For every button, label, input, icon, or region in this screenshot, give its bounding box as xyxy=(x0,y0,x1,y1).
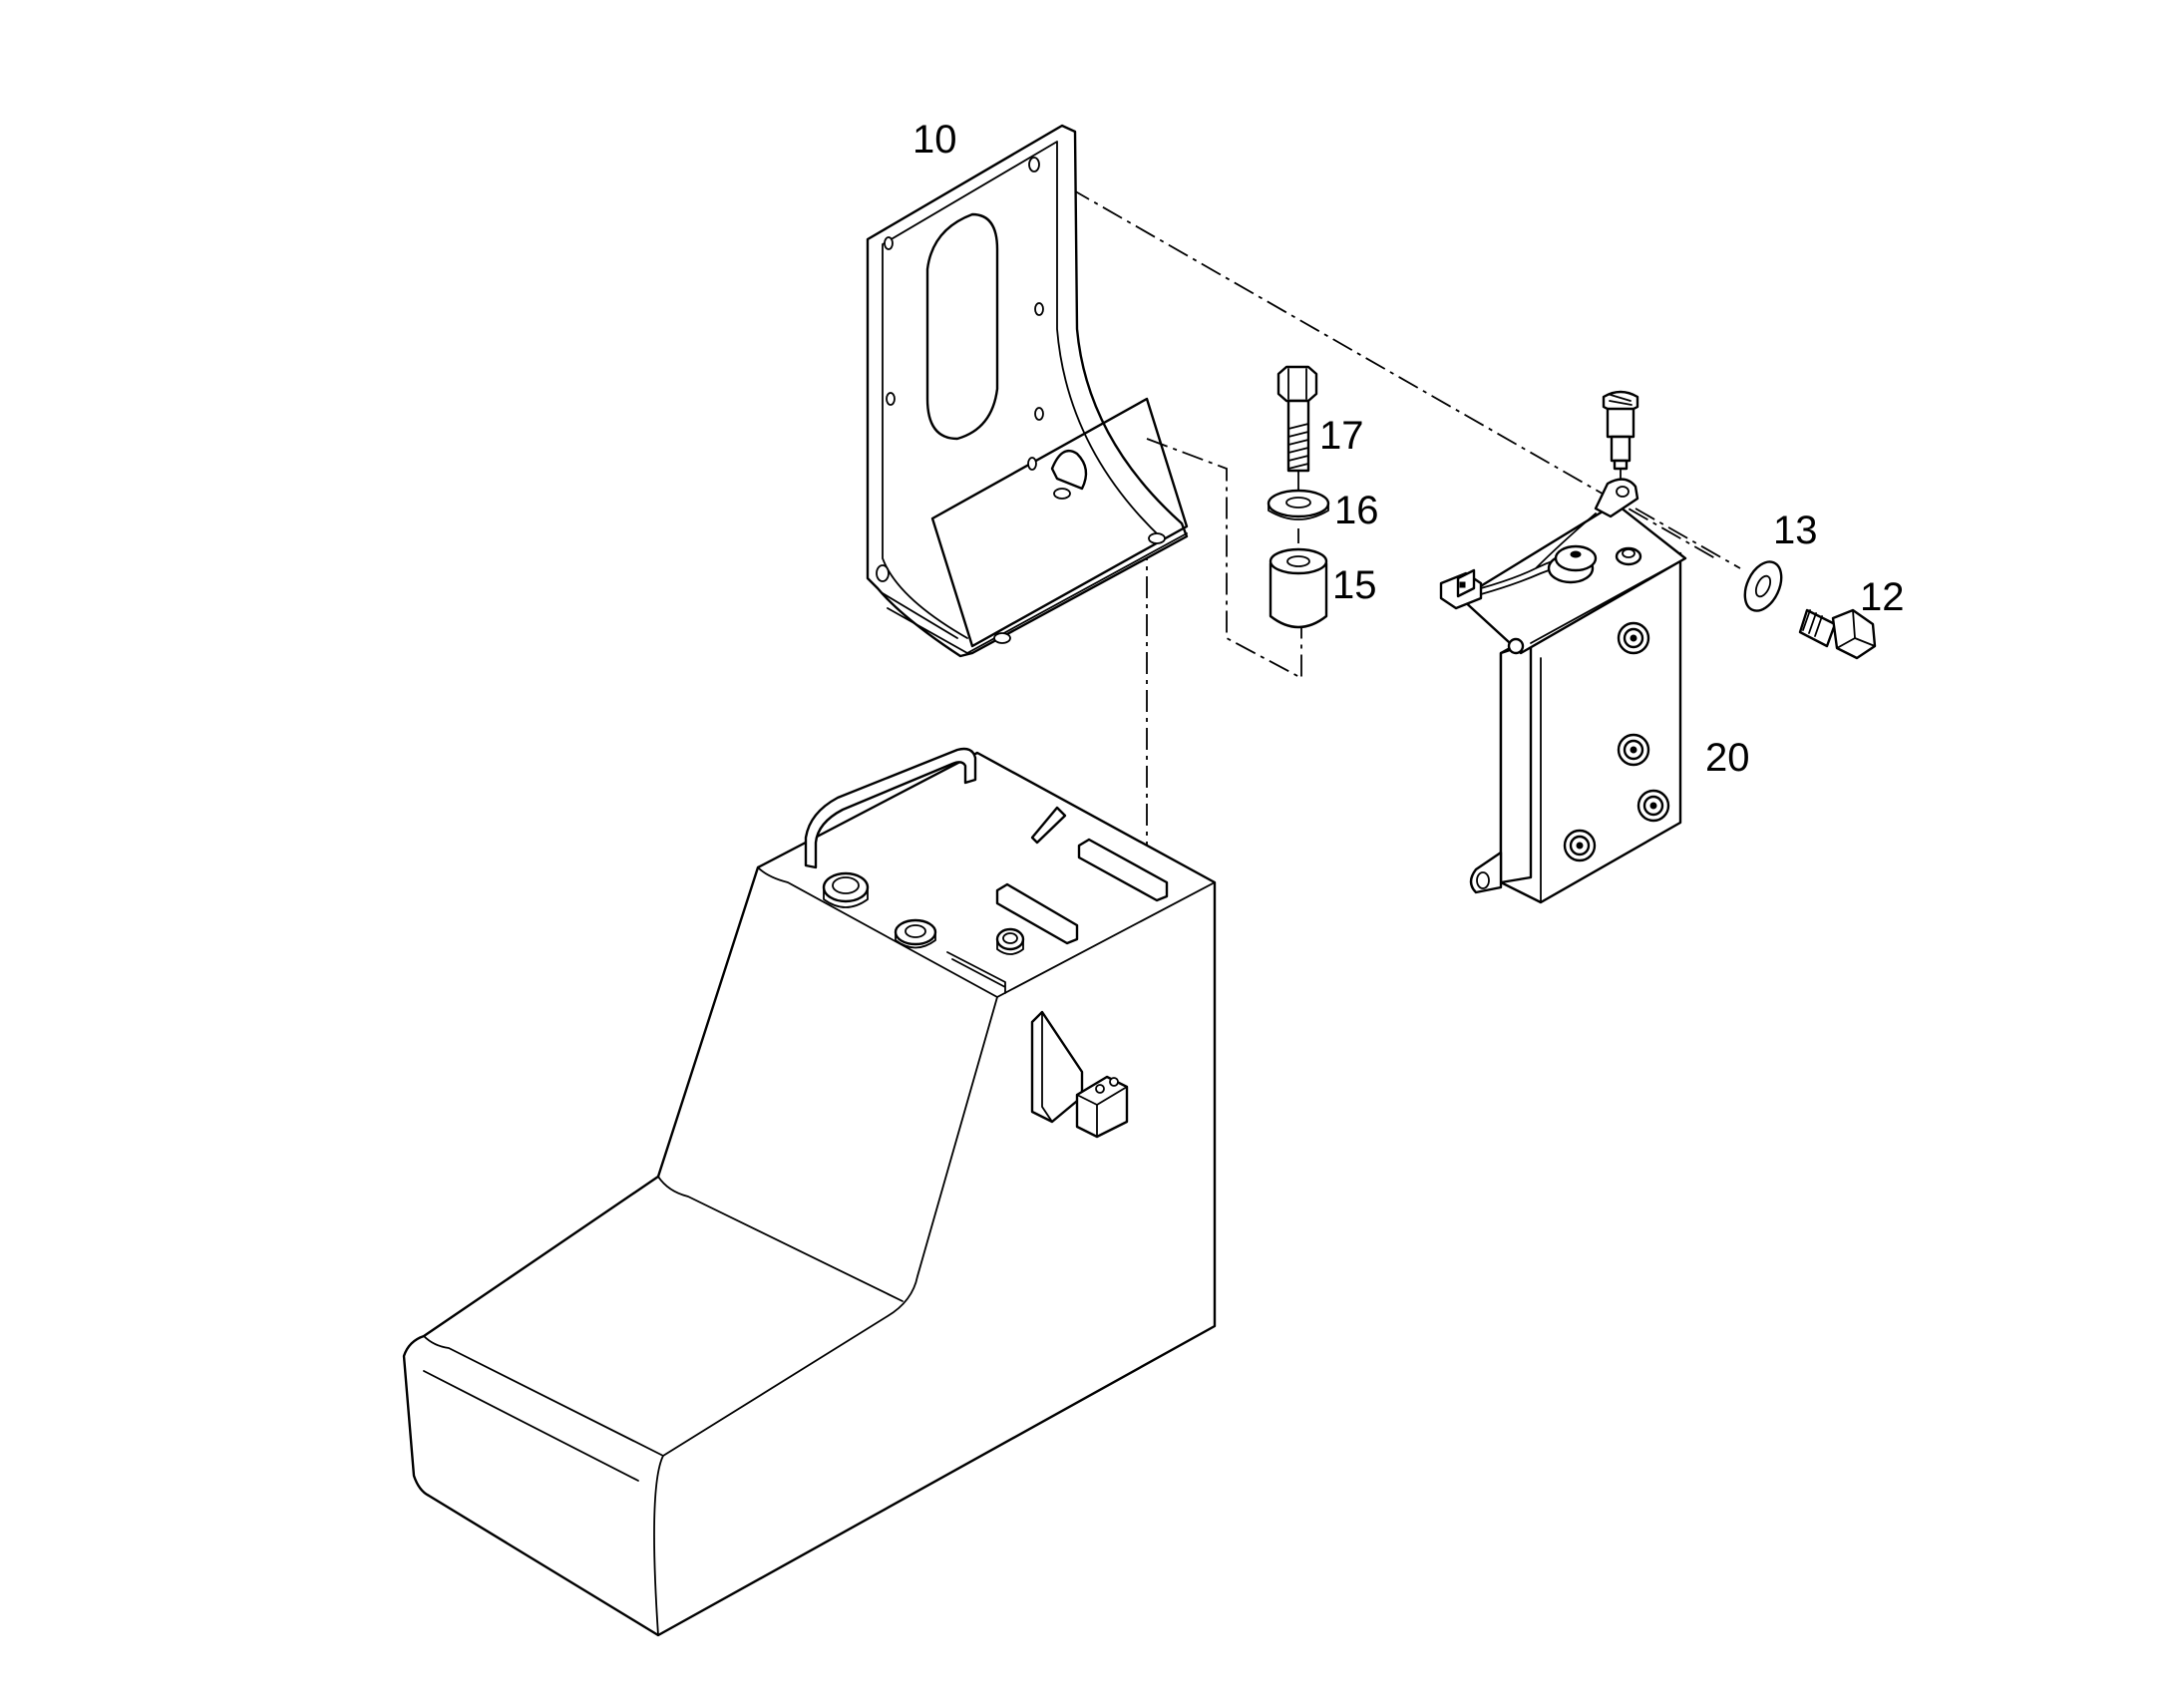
bracket-hole-left-2 xyxy=(886,392,896,406)
flat-washer-part-13 xyxy=(1743,560,1783,612)
bolt-shank xyxy=(1286,399,1310,473)
housing-front-edge xyxy=(423,1335,664,1636)
module-mounting-screw xyxy=(1602,390,1639,471)
callout-16: 16 xyxy=(1334,489,1379,532)
module-connector-plug xyxy=(1439,568,1483,610)
module-connector-port-4 xyxy=(1563,829,1597,862)
housing-slot-bar-left xyxy=(995,882,1079,945)
mounting-bracket-part-10 xyxy=(866,124,1189,658)
bracket-hole-right-2 xyxy=(1034,407,1044,421)
callout-12: 12 xyxy=(1860,575,1905,619)
housing-outline xyxy=(402,751,1217,1637)
housing-slot-bar-right xyxy=(1077,838,1169,902)
bolt-head xyxy=(1276,365,1318,403)
washer-bore xyxy=(1285,497,1311,509)
callout-labels: 10 17 16 15 13 12 20 xyxy=(912,118,1905,780)
washer-thickness xyxy=(1268,503,1329,520)
callout-17: 17 xyxy=(1319,414,1364,458)
bracket-hole-right-1 xyxy=(1034,302,1044,316)
bolt12-head-facets xyxy=(1836,609,1876,649)
bracket-base-hole-1 xyxy=(1053,488,1071,500)
module-ear-hole xyxy=(1616,486,1630,498)
housing-carry-handle xyxy=(804,747,977,869)
module-side-face xyxy=(1499,641,1533,884)
phantom-line-module-to-washer xyxy=(1635,508,1741,569)
bolt-thread xyxy=(1287,423,1309,470)
module-round-sensor xyxy=(1547,544,1598,584)
spacer-body xyxy=(1269,561,1328,629)
bracket-base-hole-2 xyxy=(1148,532,1166,544)
phantom-line-bolt-stack xyxy=(1146,438,1302,680)
spacer-bore xyxy=(1286,555,1310,567)
housing-vertical-edge xyxy=(662,996,998,1457)
bracket-slot-window xyxy=(925,212,999,441)
callout-20: 20 xyxy=(1705,736,1750,780)
hex-bolt-part-17 xyxy=(1276,365,1318,473)
spacer-part-15 xyxy=(1269,547,1328,629)
bolt-head-facets xyxy=(1287,368,1307,400)
bolt12-thread xyxy=(1802,609,1823,637)
module-edge-line xyxy=(1530,557,1686,903)
housing-round-port xyxy=(995,927,1025,955)
bracket-hole-mid xyxy=(1027,457,1037,471)
module-tab-hole xyxy=(1476,871,1490,889)
bracket-base-plate xyxy=(930,397,1189,648)
base-housing xyxy=(402,747,1217,1637)
flat-washer-bore xyxy=(1754,574,1772,598)
bracket-inner-edge xyxy=(882,141,1163,639)
hex-bolt-part-12 xyxy=(1798,608,1877,660)
bracket-upper-hole xyxy=(1028,157,1040,172)
housing-wire-clip xyxy=(946,951,1006,994)
module-corner-screw xyxy=(1507,637,1525,655)
bracket-hole-left-1 xyxy=(884,236,894,250)
callout-10: 10 xyxy=(912,118,957,162)
housing-terminal-block xyxy=(1075,1075,1129,1139)
bracket-base-hole-3 xyxy=(993,632,1011,644)
bracket-gusset xyxy=(1050,449,1088,491)
module-connector-port-2 xyxy=(1617,733,1650,767)
electrical-module-part-20 xyxy=(1439,478,1687,904)
housing-step-edge xyxy=(657,1176,904,1302)
module-connector-port-1 xyxy=(1617,621,1650,655)
bracket-back-plate xyxy=(866,124,1189,658)
housing-ring-fitting xyxy=(894,918,937,949)
bracket-base-hole-4 xyxy=(876,564,890,582)
module-top-nut xyxy=(1615,546,1642,566)
housing-triangle-tab xyxy=(1030,806,1067,845)
bracket-base-front-lip xyxy=(882,532,1188,654)
callout-15: 15 xyxy=(1332,563,1377,607)
washer-part-16 xyxy=(1267,489,1330,520)
module-connector-port-3 xyxy=(1636,789,1670,823)
housing-top-edge xyxy=(757,866,1216,998)
callout-13: 13 xyxy=(1773,509,1818,552)
housing-filler-cap xyxy=(822,871,870,908)
